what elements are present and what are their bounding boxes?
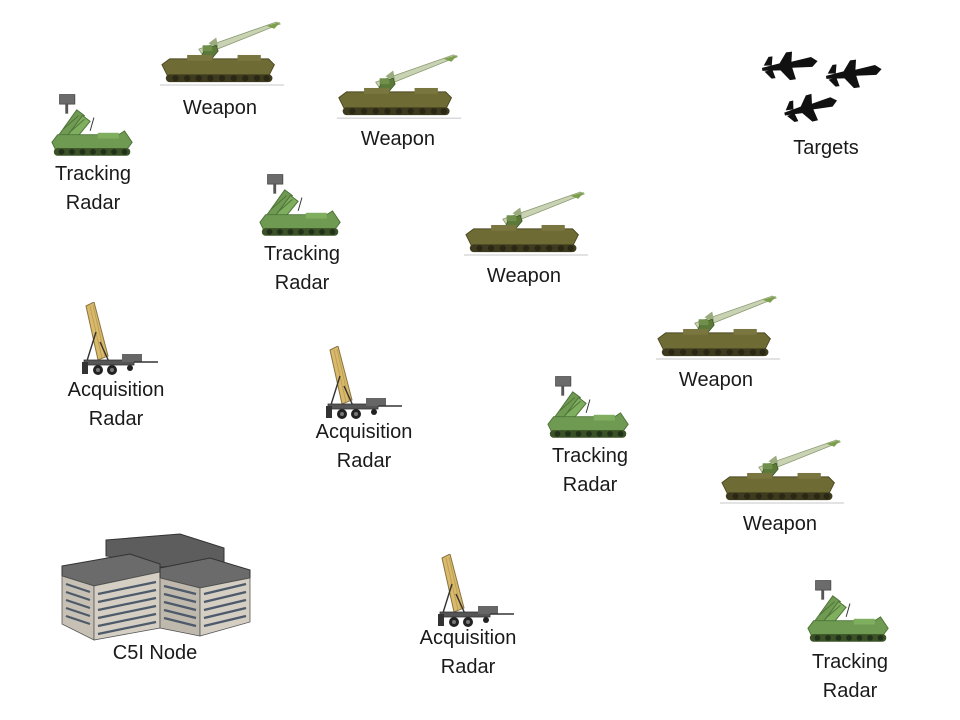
targets-group: Targets — [756, 44, 886, 164]
missile-launcher-icon — [160, 20, 286, 88]
weapon-unit: Weapon — [336, 53, 466, 163]
weapon-label: Weapon — [678, 369, 754, 391]
c5i-node: C5I Node — [60, 532, 256, 672]
acquisition-radar-trailer-icon — [82, 302, 162, 382]
weapon-label: Weapon — [360, 128, 436, 150]
missile-launcher-icon — [720, 438, 846, 506]
missile-launcher-icon — [336, 53, 464, 121]
acquisition-radar-trailer-icon — [438, 554, 518, 634]
fighter-jet-icon — [778, 82, 844, 135]
weapon-unit: Weapon — [160, 20, 290, 130]
tracking-radar-vehicle-icon — [546, 376, 632, 444]
missile-launcher-icon — [656, 294, 782, 362]
weapon-unit: Weapon — [656, 294, 786, 404]
c5i-node-label: C5I Node — [112, 642, 198, 664]
fighter-jet-icon — [758, 42, 823, 90]
tracking-radar-vehicle-icon — [806, 580, 892, 648]
missile-launcher-icon — [464, 190, 590, 258]
weapon-label: Weapon — [182, 97, 258, 119]
tracking-radar-vehicle-icon — [50, 94, 136, 162]
weapon-label: Weapon — [742, 513, 818, 535]
weapon-unit: Weapon — [464, 190, 594, 300]
tracking-radar-vehicle-icon — [258, 174, 344, 242]
targets-label: Targets — [793, 137, 859, 159]
acquisition-radar-trailer-icon — [326, 346, 406, 426]
building-icon — [61, 533, 251, 641]
weapon-label: Weapon — [486, 265, 562, 287]
weapon-unit: Weapon — [720, 438, 850, 548]
